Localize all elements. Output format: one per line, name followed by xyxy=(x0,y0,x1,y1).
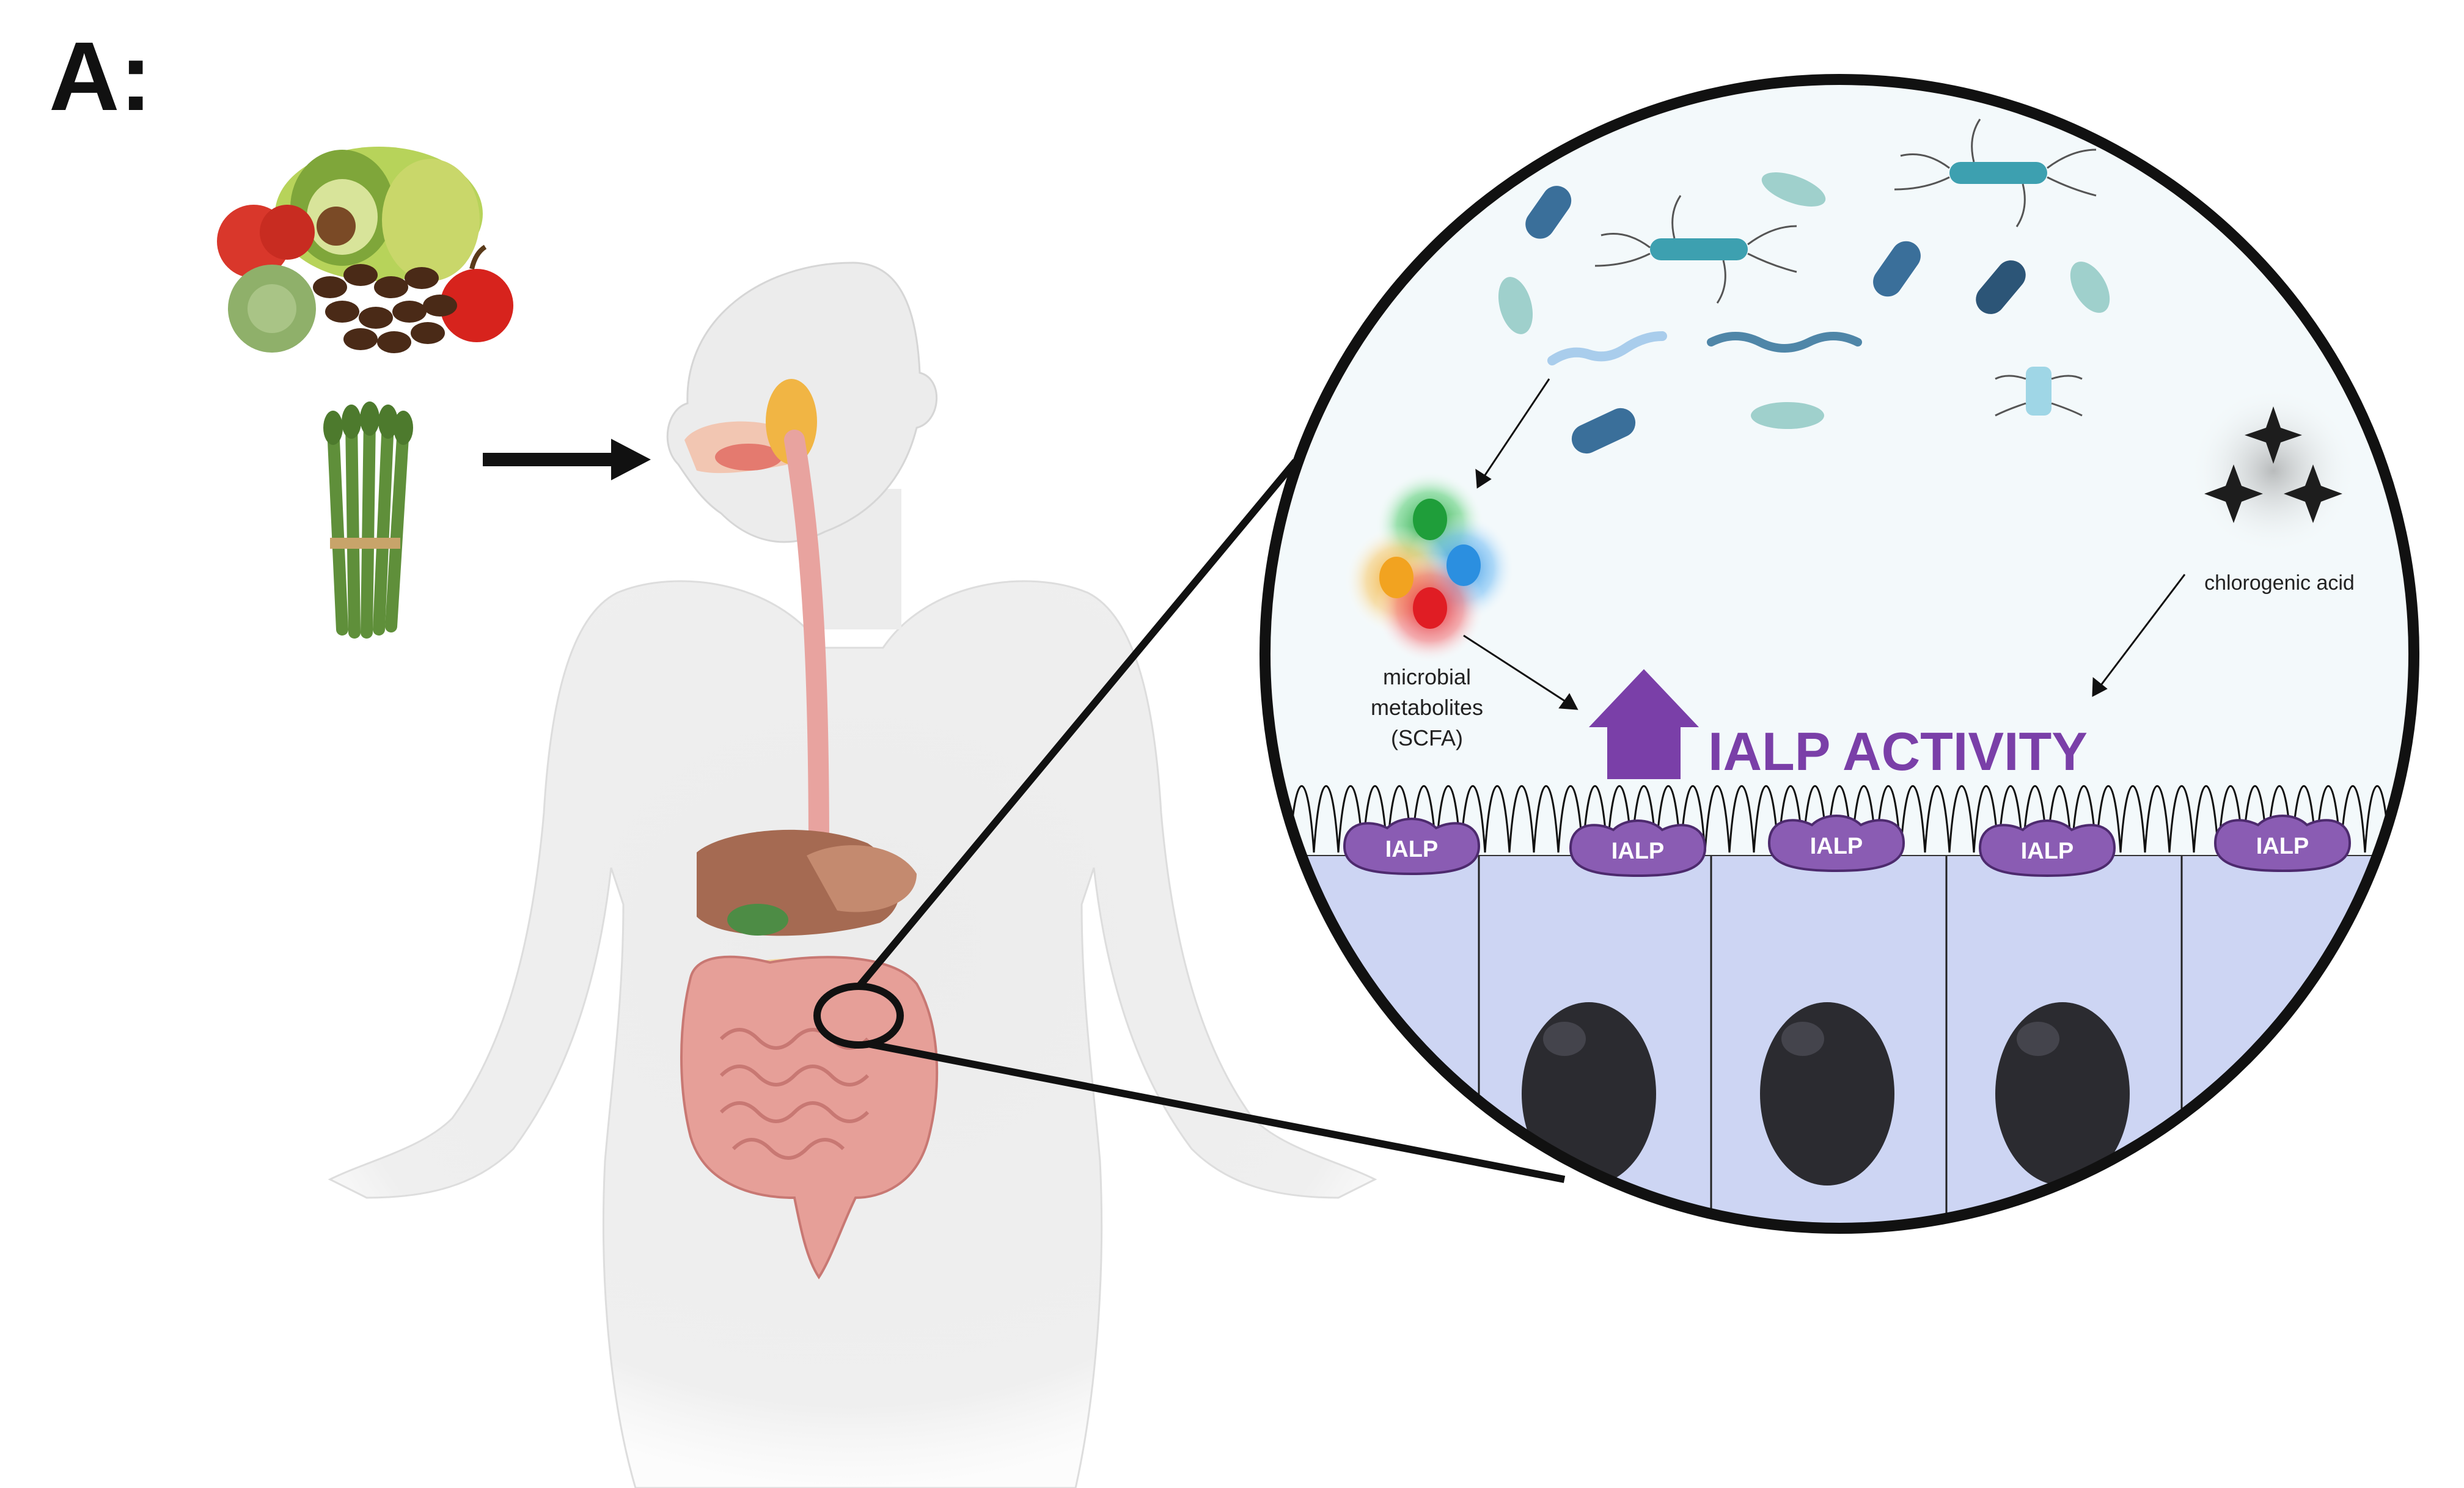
pathway-arrows xyxy=(1463,378,2186,710)
ialp-label-3: IALP xyxy=(1810,834,1863,859)
bacteria-icon xyxy=(1498,119,2110,454)
ialp-label-5: IALP xyxy=(2256,834,2309,859)
microbial-label-line2: metabolites xyxy=(1371,695,1483,720)
metabolite-cluster-icon xyxy=(1344,471,1516,663)
ialp-label-1: IALP xyxy=(1385,837,1439,862)
microbial-label-line3: (SCFA) xyxy=(1391,725,1463,750)
up-arrow-icon xyxy=(1589,669,1699,779)
asparagus-icon xyxy=(323,401,413,639)
zoom-connector xyxy=(856,459,1566,1183)
ialp-label-2: IALP xyxy=(1612,838,1665,864)
microbial-label-line1: microbial xyxy=(1383,664,1471,689)
chlorogenic-acid-icon xyxy=(2188,385,2359,556)
chlorogenic-label: chlorogenic acid xyxy=(2204,571,2355,595)
zoom-circle-border xyxy=(1260,74,2419,1234)
panel-label: A: xyxy=(49,21,152,131)
human-body-icon xyxy=(328,262,1377,1488)
ialp-label-4: IALP xyxy=(2021,838,2074,864)
ialp-enzyme xyxy=(1343,815,2352,878)
ingestion-arrow xyxy=(483,439,651,480)
food-group-icon xyxy=(217,147,513,353)
ialp-activity-label: IALP ACTIVITY xyxy=(1708,721,2088,782)
